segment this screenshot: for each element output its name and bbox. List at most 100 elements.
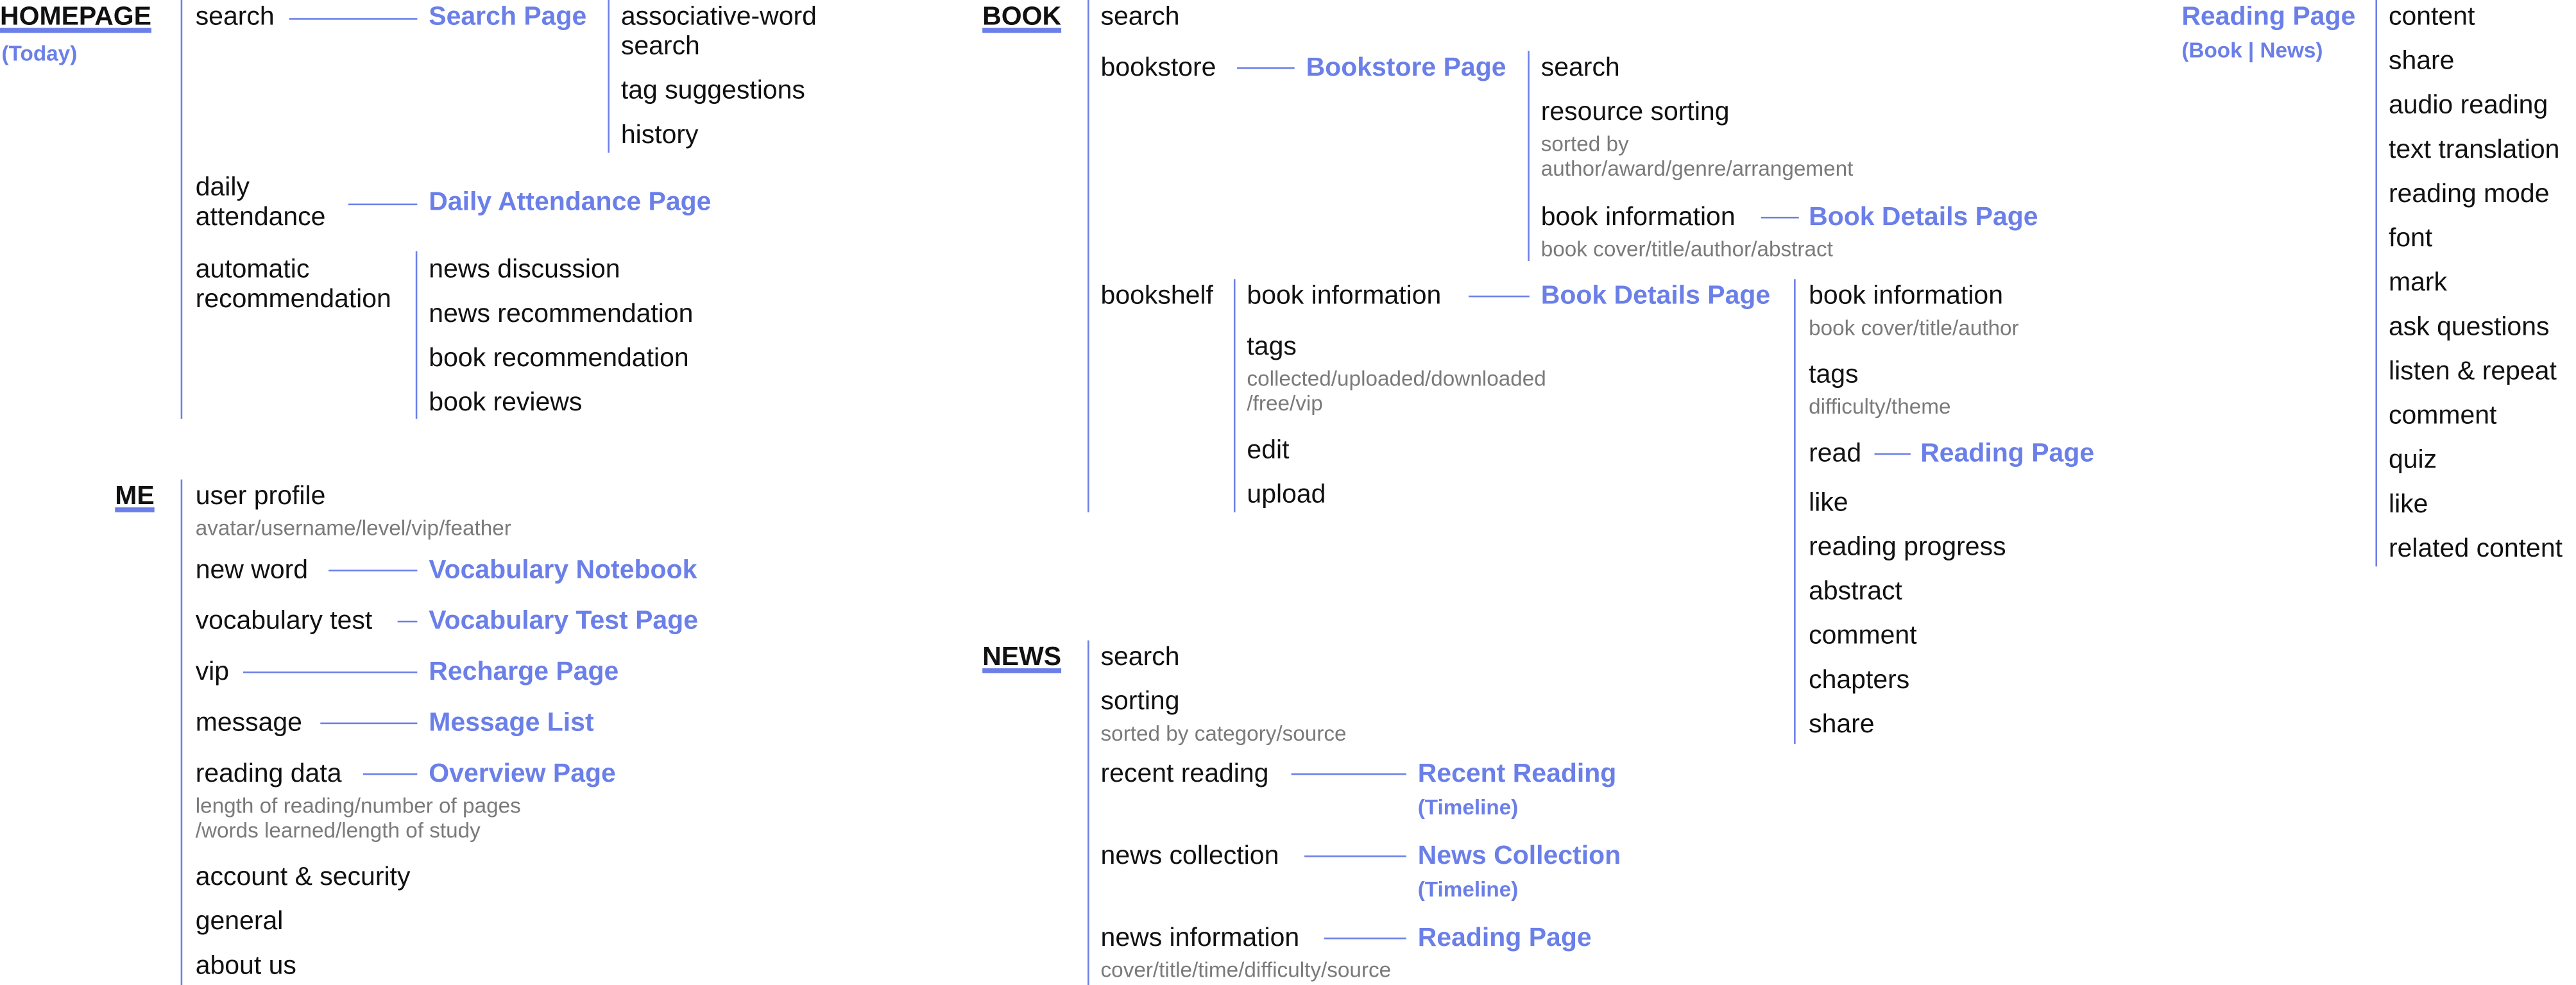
connector	[1304, 855, 1406, 857]
reading-related-content: related content	[2388, 535, 2563, 564]
reading-ask-questions: ask questions	[2388, 314, 2550, 342]
auto-rec-line2: recommendation	[195, 285, 391, 314]
details-tags-sub: difficulty/theme	[1809, 394, 1951, 419]
overview-page-link[interactable]: Overview Page	[429, 760, 616, 789]
search-page-link[interactable]: Search Page	[429, 3, 587, 31]
bookshelf-book-information: book information	[1247, 282, 1442, 310]
new-word: new word	[195, 557, 309, 585]
connector	[320, 722, 418, 725]
reading-like: like	[2388, 491, 2428, 519]
reading-mode: reading mode	[2388, 180, 2550, 209]
user-profile: user profile	[195, 482, 326, 511]
reading-data: reading data	[195, 760, 342, 789]
resource-sorting: resource sorting	[1540, 98, 1730, 127]
connector	[348, 203, 418, 206]
bookshelf-book-details-page-link[interactable]: Book Details Page	[1540, 282, 1771, 310]
vocabulary-test-page-link[interactable]: Vocabulary Test Page	[429, 607, 699, 636]
details-tags: tags	[1809, 361, 1859, 389]
reading-listen-repeat: listen & repeat	[2388, 358, 2557, 386]
bookshelf-edit: edit	[1247, 437, 1290, 465]
news-collection: news collection	[1100, 842, 1279, 871]
search-page-bracket	[608, 0, 610, 153]
book-details-bracket	[1794, 279, 1796, 744]
reading-data-sub-line2: /words learned/length of study	[195, 818, 481, 843]
vocabulary-test: vocabulary test	[195, 607, 373, 636]
book-title: BOOK	[982, 3, 1062, 31]
bookstore-book-information-sub: book cover/title/author/abstract	[1540, 236, 1833, 262]
book-recommendation: book recommendation	[429, 344, 689, 373]
reading-font: font	[2388, 224, 2433, 253]
general: general	[195, 907, 284, 936]
news-information-sub: cover/title/time/difficulty/source	[1100, 957, 1392, 982]
recent-reading-page-link[interactable]: Recent Reading	[1417, 760, 1617, 789]
daily-attendance-line1: daily	[195, 174, 250, 202]
reading-comment: comment	[2388, 402, 2497, 430]
news-title: NEWS	[982, 643, 1062, 672]
homepage-bracket	[180, 0, 183, 419]
auto-rec-line1: automatic	[195, 256, 310, 284]
daily-attendance-page-link[interactable]: Daily Attendance Page	[429, 189, 712, 217]
details-book-information-sub: book cover/title/author	[1809, 315, 2019, 341]
news-discussion: news discussion	[429, 256, 620, 284]
message-list-link[interactable]: Message List	[429, 709, 594, 737]
reading-text-translation: text translation	[2388, 136, 2560, 165]
book-search: search	[1100, 3, 1180, 31]
details-share: share	[1809, 711, 1875, 739]
bookshelf-upload: upload	[1247, 481, 1326, 509]
news-reading-page-link[interactable]: Reading Page	[1417, 924, 1592, 953]
vocabulary-notebook-link[interactable]: Vocabulary Notebook	[429, 557, 697, 585]
associative-word-search: associative-word search	[620, 3, 817, 61]
reading-content: content	[2388, 3, 2475, 31]
tag-suggestions: tag suggestions	[620, 77, 805, 105]
bookstore-bracket	[1528, 51, 1530, 262]
news-collection-page-sub: (Timeline)	[1417, 877, 1519, 902]
bookshelf-bracket	[1233, 279, 1236, 512]
connector	[1761, 216, 1799, 219]
connector	[397, 620, 418, 623]
bookstore: bookstore	[1100, 54, 1216, 83]
homepage-search: search	[195, 3, 275, 31]
book-bracket	[1088, 0, 1089, 512]
resource-sorting-sub-line1: sorted by	[1540, 131, 1629, 156]
connector	[1237, 67, 1295, 69]
recent-reading: recent reading	[1100, 760, 1269, 789]
bookshelf-tags-sub-line2: /free/vip	[1247, 391, 1323, 416]
details-chapters: chapters	[1809, 666, 1910, 695]
bookshelf: bookshelf	[1100, 282, 1213, 310]
connector	[1291, 773, 1406, 775]
news-recommendation: news recommendation	[429, 300, 694, 329]
me-bracket	[180, 479, 183, 985]
connector	[363, 773, 418, 775]
connector	[1469, 295, 1530, 298]
auto-rec-bracket	[415, 251, 418, 419]
news-collection-page-link[interactable]: News Collection	[1417, 842, 1621, 871]
connector	[243, 671, 418, 673]
user-profile-sub: avatar/username/level/vip/feather	[195, 515, 511, 541]
recent-reading-page-sub: (Timeline)	[1417, 795, 1519, 820]
news-sorting-sub: sorted by category/source	[1100, 721, 1347, 746]
book-details-page-link[interactable]: Book Details Page	[1809, 203, 2038, 232]
details-book-information: book information	[1809, 282, 2004, 310]
history: history	[620, 121, 699, 150]
reading-page-bracket	[2375, 0, 2378, 567]
connector	[1874, 453, 1911, 455]
bookstore-book-information: book information	[1540, 203, 1736, 232]
reading-audio-reading: audio reading	[2388, 92, 2548, 120]
about-us: about us	[195, 952, 296, 981]
news-bracket	[1088, 640, 1089, 985]
connector	[289, 18, 418, 20]
bookshelf-tags-sub-line1: collected/uploaded/downloaded	[1247, 366, 1546, 391]
recharge-page-link[interactable]: Recharge Page	[429, 658, 619, 687]
account-security: account & security	[195, 863, 411, 892]
news-search: search	[1100, 643, 1180, 672]
book-reviews: book reviews	[429, 389, 583, 417]
resource-sorting-sub-line2: author/award/genre/arrangement	[1540, 156, 1854, 181]
details-like: like	[1809, 489, 1848, 518]
daily-attendance-line2: attendance	[195, 203, 326, 232]
homepage-title: HOMEPAGE	[0, 3, 151, 31]
bookstore-page-link[interactable]: Bookstore Page	[1306, 54, 1506, 83]
bookstore-search: search	[1540, 54, 1620, 83]
details-reading-page-link[interactable]: Reading Page	[1920, 440, 2095, 468]
message: message	[195, 709, 302, 737]
